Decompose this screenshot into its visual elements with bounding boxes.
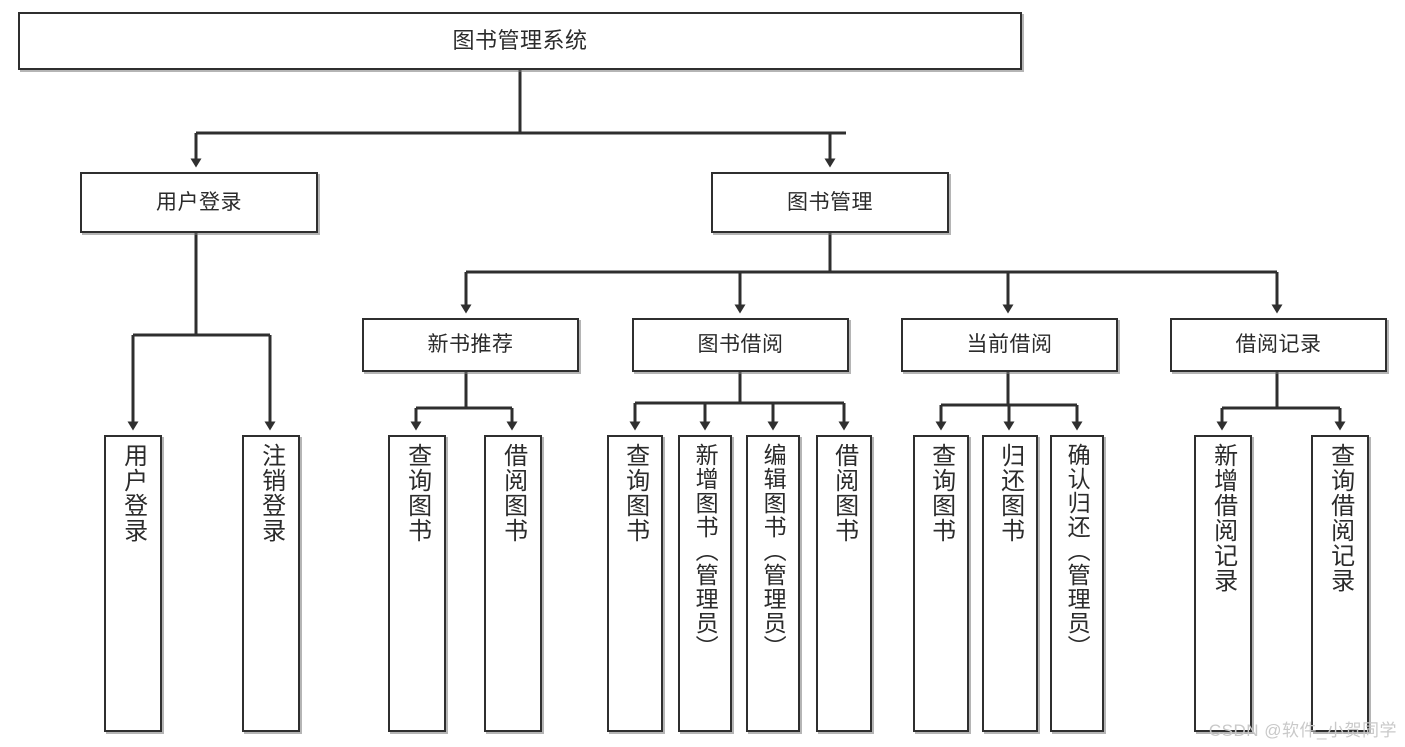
- leaf-bookborrow-add-book-admin[interactable]: 新增图书（管理员）: [678, 435, 732, 732]
- leaf-bookborrow-edit-book-admin[interactable]: 编辑图书（管理员）: [746, 435, 800, 732]
- node-label: 编辑图书（管理员）: [760, 443, 787, 659]
- node-label: 图书借阅: [697, 333, 784, 357]
- node-book-borrow[interactable]: 图书借阅: [632, 318, 849, 372]
- node-label: 新增借阅记录: [1209, 443, 1237, 593]
- node-label: 归还图书: [996, 443, 1024, 543]
- leaf-currentborrow-confirm-return-admin[interactable]: 确认归还（管理员）: [1050, 435, 1104, 732]
- node-label: 图书管理系统: [452, 27, 588, 53]
- node-label: 查询借阅记录: [1326, 443, 1354, 593]
- leaf-newbook-borrow-book[interactable]: 借阅图书: [484, 435, 542, 732]
- node-label: 借阅图书: [499, 443, 527, 543]
- leaf-borrowrecord-query-record[interactable]: 查询借阅记录: [1311, 435, 1369, 732]
- leaf-currentborrow-query-book[interactable]: 查询图书: [913, 435, 969, 732]
- node-label: 用户登录: [119, 443, 147, 543]
- node-label: 注销登录: [257, 443, 285, 543]
- node-label: 查询图书: [621, 443, 649, 543]
- leaf-bookborrow-borrow-book[interactable]: 借阅图书: [816, 435, 872, 732]
- node-new-book-recommend[interactable]: 新书推荐: [362, 318, 579, 372]
- leaf-currentborrow-return-book[interactable]: 归还图书: [982, 435, 1038, 732]
- node-label: 借阅记录: [1235, 333, 1322, 357]
- watermark: CSDN @软件_小贺同学: [1208, 721, 1397, 740]
- node-label: 新增图书（管理员）: [692, 443, 719, 659]
- node-root-system[interactable]: 图书管理系统: [18, 12, 1022, 70]
- leaf-user-login[interactable]: 用户登录: [104, 435, 162, 732]
- node-current-borrow[interactable]: 当前借阅: [901, 318, 1118, 372]
- node-label: 确认归还（管理员）: [1064, 443, 1091, 659]
- node-label: 新书推荐: [427, 333, 514, 357]
- node-label: 查询图书: [927, 443, 955, 543]
- leaf-newbook-query-book[interactable]: 查询图书: [388, 435, 446, 732]
- leaf-bookborrow-query-book[interactable]: 查询图书: [607, 435, 663, 732]
- node-label: 查询图书: [403, 443, 431, 543]
- node-label: 图书管理: [787, 190, 873, 214]
- node-borrow-record[interactable]: 借阅记录: [1170, 318, 1387, 372]
- node-label: 用户登录: [156, 190, 242, 214]
- leaf-logout-login[interactable]: 注销登录: [242, 435, 300, 732]
- leaf-borrowrecord-add-record[interactable]: 新增借阅记录: [1194, 435, 1252, 732]
- node-label: 借阅图书: [830, 443, 858, 543]
- node-label: 当前借阅: [966, 333, 1053, 357]
- node-user-login[interactable]: 用户登录: [80, 172, 318, 233]
- node-book-management[interactable]: 图书管理: [711, 172, 949, 233]
